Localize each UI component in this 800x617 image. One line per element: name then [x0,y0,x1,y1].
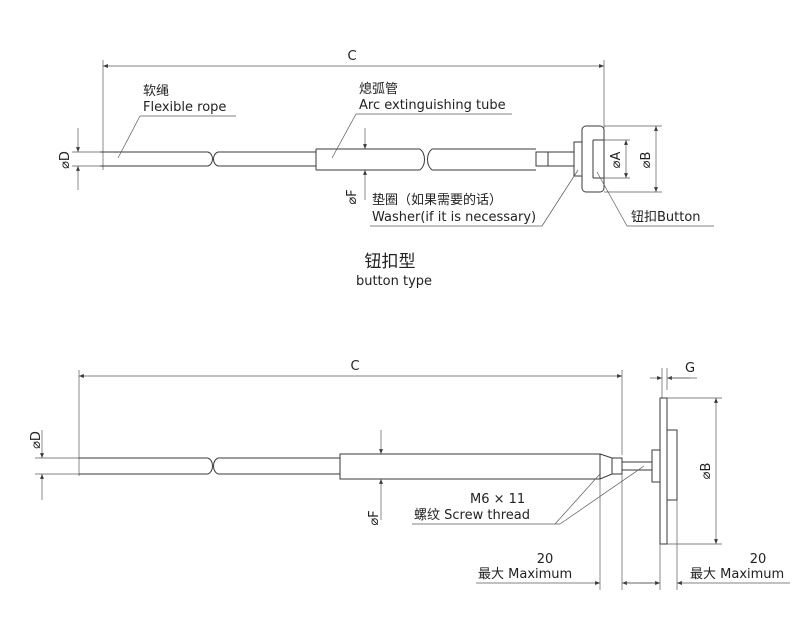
washer-label-zh: 垫圈（如果需要的话） [372,192,502,208]
top-dim-d-label: ⌀D [58,151,73,169]
top-dim-f: ⌀F [345,128,367,205]
bottom-dim-d: ⌀D [29,430,79,500]
bottom-dim-g-label: G [685,361,695,376]
washer [573,141,583,177]
screw-stud-assembly [622,397,678,545]
leader-washer: 垫圈（如果需要的话） Washer(if it is necessary) [370,169,579,227]
leader-arc-tube: 熄弧管 Arc extinguishing tube [331,82,512,159]
tube-label-en: Arc extinguishing tube [359,98,506,113]
top-dim-f-label: ⌀F [345,189,360,204]
tube-label-zh: 熄弧管 [359,82,398,97]
button-type-drawing: C [58,49,714,289]
max-left-label: 最大 Maximum [478,567,572,582]
button-type-title-en: button type [356,274,432,289]
max-left-value: 20 [537,552,554,567]
top-dim-a-label: ⌀A [609,152,624,169]
rope-label-zh: 软绳 [143,84,169,99]
button-type-title-zh: 钮扣型 [365,252,416,272]
top-dim-d: ⌀D [58,128,100,190]
bottom-dim-b: ⌀B [667,397,722,545]
button-assembly [535,125,605,193]
rope-label-en: Flexible rope [143,100,226,115]
bottom-dim-c-label: C [350,359,359,374]
top-dim-c-label: C [347,49,356,64]
plate-boss [666,429,678,501]
top-dim-a: ⌀A [604,139,630,179]
leader-flexible-rope: 软绳 Flexible rope [117,84,236,159]
bottom-dim-f: ⌀F [367,430,383,526]
bottom-flexible-rope [79,457,340,475]
thread-spec: M6 × 11 [470,492,525,507]
leader-button: 钮扣Button [596,171,714,227]
washer-label-en: Washer(if it is necessary) [372,210,536,225]
bottom-dim-d-label: ⌀D [29,431,44,449]
top-dim-b: ⌀B [604,125,662,193]
bottom-arc-tube [339,453,623,480]
leader-screw-thread: M6 × 11 螺纹 Screw thread [412,465,645,525]
thread-label: 螺纹 Screw thread [414,508,530,523]
screw-type-drawing: C G [29,359,790,590]
max-right-value: 20 [750,552,767,567]
button-label: 钮扣Button [631,210,701,225]
end-plate [659,397,668,545]
top-dim-b-label: ⌀B [639,152,654,169]
max-left-dim: 20 最大 Maximum [476,474,660,590]
max-right-label: 最大 Maximum [690,567,784,582]
nut [651,449,661,483]
flexible-rope [100,151,316,167]
arc-extinguishing-tube [315,148,536,171]
bottom-dim-f-label: ⌀F [367,510,382,525]
max-right-dim: 20 最大 Maximum [640,500,790,590]
bottom-dim-b-label: ⌀B [699,463,714,480]
